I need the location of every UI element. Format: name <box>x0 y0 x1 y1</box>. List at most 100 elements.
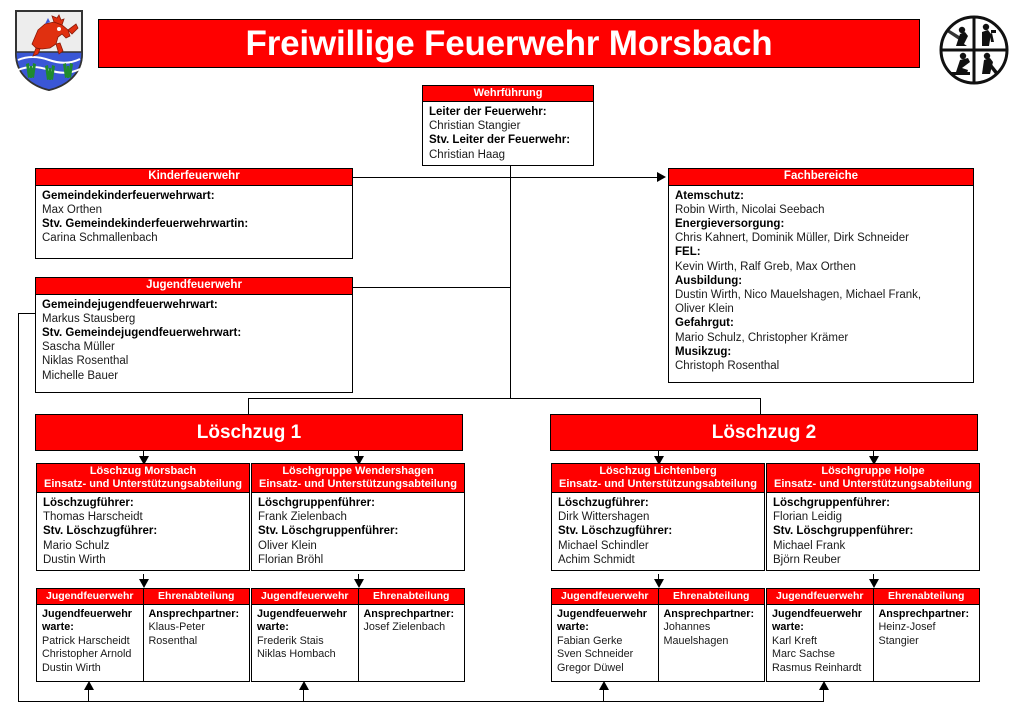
text-line: Fabian Gerke <box>557 634 623 647</box>
wehrfuehrung-title: Wehrführung <box>423 86 593 102</box>
text-line: Gemeindekinderfeuerwehrwart: <box>42 189 215 202</box>
text-line: Leiter der Feuerwehr: <box>429 105 547 118</box>
text-line: Ansprechpartner: <box>363 608 455 620</box>
text-line: Achim Schmidt <box>558 553 635 566</box>
text-line: Rasmus Reinhardt <box>772 661 862 674</box>
text-line: Niklas Rosenthal <box>42 355 129 368</box>
arrow-fachbereiche <box>657 172 666 182</box>
text-line: Musikzug: <box>675 345 732 358</box>
banner-loeschzug-2[interactable]: Löschzug 2 <box>550 414 978 451</box>
unit-morsbach-title: Löschzug Morsbach Einsatz- und Unterstüt… <box>37 464 249 493</box>
arrow-pair-4 <box>869 579 879 588</box>
text-line: Frank Zielenbach <box>258 511 347 524</box>
text-line: Christian Haag <box>429 148 506 161</box>
pair-1-ehren-title: Ehrenabteilung <box>143 589 249 605</box>
text-line: Kevin Wirth, Ralf Greb, Max Orthen <box>675 260 856 273</box>
text-line: Oliver Klein <box>675 303 734 316</box>
text-line: Stv. Löschgruppenführer: <box>258 525 399 538</box>
text-line: Thomas Harscheidt <box>43 511 143 524</box>
box-unit-holpe[interactable]: Löschgruppe Holpe Einsatz- und Unterstüt… <box>766 463 980 571</box>
box-unit-lichtenberg[interactable]: Löschzug Lichtenberg Einsatz- und Unters… <box>551 463 765 571</box>
pair-1-jugend-title: Jugendfeuerwehr <box>37 589 143 605</box>
text-line: Stangier <box>878 634 919 647</box>
text-line: Ausbildung: <box>675 274 743 287</box>
box-unit-wendershagen[interactable]: Löschgruppe Wendershagen Einsatz- und Un… <box>251 463 465 571</box>
text-line: Patrick Harscheidt <box>42 634 130 647</box>
text-line: Mauelshagen <box>663 634 729 647</box>
unit-morsbach-title-line1: Löschzug Morsbach <box>89 465 197 477</box>
text-line: Frederik Stais <box>257 634 324 647</box>
text-line: Marc Sachse <box>772 648 836 661</box>
text-line: Josef Zielenbach <box>363 621 446 634</box>
morsbach-coat-of-arms-icon <box>12 8 86 92</box>
connector-to-fachbereiche <box>510 177 658 178</box>
text-line: Christian Stangier <box>429 120 521 133</box>
arrow-unit-morsbach <box>139 456 149 465</box>
pair-4-ehren-title: Ehrenabteilung <box>873 589 979 605</box>
arrow-up-pair-2 <box>299 681 309 690</box>
box-kinderfeuerwehr[interactable]: Kinderfeuerwehr Gemeindekinderfeuerwehrw… <box>35 168 353 259</box>
jugendfeuerwehr-body: Gemeindejugendfeuerwehrwart:Markus Staus… <box>36 295 352 392</box>
unit-morsbach-title-line2: Einsatz- und Unterstützungsabteilung <box>44 477 242 490</box>
pair-3-jugend-title: Jugendfeuerwehr <box>552 589 658 605</box>
text-line: Markus Stausberg <box>42 312 136 325</box>
unit-wendershagen-title: Löschgruppe Wendershagen Einsatz- und Un… <box>252 464 464 493</box>
arrow-up-pair-3 <box>599 681 609 690</box>
pair-2-ehren-title: Ehrenabteilung <box>358 589 464 605</box>
text-line: Björn Reuber <box>773 553 841 566</box>
text-line: Stv. Löschzugführer: <box>43 525 158 538</box>
text-line: Energieversorgung: <box>675 217 785 230</box>
pair-4-jugend-title: Jugendfeuerwehr <box>767 589 873 605</box>
text-line: Karl Kreft <box>772 634 818 647</box>
text-line: Jugendfeuerwehr <box>772 608 862 620</box>
unit-holpe-title-line2: Einsatz- und Unterstützungsabteilung <box>774 477 972 490</box>
text-line: Florian Bröhl <box>258 553 324 566</box>
connector-jf-bracket-top <box>18 313 36 314</box>
text-line: Gemeindejugendfeuerwehrwart: <box>42 298 218 311</box>
box-wehrfuehrung[interactable]: Wehrführung Leiter der Feuerwehr: Christi… <box>422 85 594 166</box>
pair-1-ehrenabteilung[interactable]: Ehrenabteilung Ansprechpartner:Klaus-Pet… <box>143 589 250 681</box>
text-line: Stv. Leiter der Feuerwehr: <box>429 134 571 147</box>
arrow-pair-3 <box>654 579 664 588</box>
pair-2-ehrenabteilung[interactable]: Ehrenabteilung Ansprechpartner:Josef Zie… <box>358 589 464 681</box>
text-line: Mario Schulz <box>43 539 110 552</box>
text-line: Oliver Klein <box>258 539 317 552</box>
pair-4-ehrenabteilung[interactable]: Ehrenabteilung Ansprechpartner:Heinz-Jos… <box>873 589 980 681</box>
banner-loeschzug-1[interactable]: Löschzug 1 <box>35 414 463 451</box>
box-jugendfeuerwehr[interactable]: Jugendfeuerwehr Gemeindejugendfeuerwehrw… <box>35 277 353 393</box>
connector-bus-up-2 <box>303 688 304 702</box>
box-fachbereiche[interactable]: Fachbereiche Atemschutz:Robin Wirth, Nic… <box>668 168 974 383</box>
text-line: Mario Schulz, Christopher Krämer <box>675 331 849 344</box>
connector-jf-bracket-left <box>18 313 19 702</box>
text-line: Löschzugführer: <box>43 496 134 509</box>
pair-3-ehren-title: Ehrenabteilung <box>658 589 764 605</box>
loeschzug-1-label: Löschzug 1 <box>196 421 302 443</box>
text-line: Gregor Düwel <box>557 661 624 674</box>
text-line: Gefahrgut: <box>675 317 734 330</box>
box-unit-morsbach[interactable]: Löschzug Morsbach Einsatz- und Unterstüt… <box>36 463 250 571</box>
connector-zug1-drop <box>248 398 249 414</box>
text-line: warte: <box>772 621 804 634</box>
text-line: Ansprechpartner: <box>663 608 755 620</box>
connector-zug-split-bar <box>248 398 760 399</box>
text-line: Robin Wirth, Nicolai Seebach <box>675 203 825 216</box>
